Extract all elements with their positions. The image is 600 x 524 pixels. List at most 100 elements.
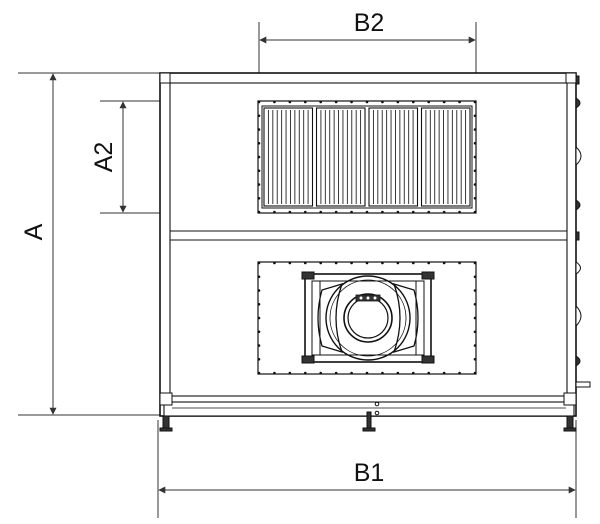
bolt-dot (473, 330, 477, 334)
bolt-dot (257, 275, 261, 279)
bolt-dot (473, 128, 477, 131)
fitting-3 (575, 145, 582, 167)
bolt-dot (257, 155, 261, 159)
foot-right-pad (563, 427, 577, 432)
fan-icon (301, 271, 435, 364)
bolt-dot (365, 210, 369, 214)
bolt-dot (288, 371, 292, 375)
bolt-dot (458, 100, 461, 104)
bolt-dot (473, 371, 477, 375)
base-bolt (374, 401, 380, 407)
base-bolt-2 (374, 410, 380, 416)
bolt-dot (473, 302, 477, 306)
bolt-dot (473, 344, 477, 347)
bolt-dot (257, 183, 261, 186)
bolt-dot (473, 289, 477, 292)
corner-top-right (565, 72, 577, 84)
dim-label-a2: A2 (90, 142, 118, 173)
bolt-dot (396, 210, 400, 214)
bolt-dot (350, 371, 353, 375)
unit-feet (159, 401, 577, 432)
bolt-dot (257, 210, 261, 214)
bolt-dot (334, 100, 338, 104)
bolt-dot (257, 114, 261, 118)
bolt-dot (396, 371, 400, 375)
bolt-dot (473, 141, 477, 145)
bolt-dot (303, 210, 307, 214)
corner-bottom-left (159, 392, 173, 406)
bolt-dot (257, 128, 261, 131)
bolt-dot (427, 100, 431, 104)
bolt-dot (303, 371, 307, 375)
fitting-1 (575, 75, 580, 85)
bolt-dot (273, 261, 276, 265)
side-fittings (575, 75, 591, 388)
bolt-dot (350, 210, 353, 214)
fitting-4 (575, 199, 581, 211)
bolt-dot (473, 316, 477, 320)
bolt-dot (288, 261, 292, 265)
corner-bottom-right (563, 392, 577, 406)
bolt-dot (411, 100, 415, 104)
bolt-dot (396, 100, 400, 104)
bolt-dot (257, 289, 261, 292)
bolt-dot (319, 261, 323, 265)
bolt-dot (257, 100, 261, 104)
damper-assembly (257, 100, 477, 214)
foot-center-pad (362, 427, 376, 432)
fitting-7 (575, 304, 582, 328)
foot-left-pad (159, 427, 173, 432)
bolt-dot (334, 210, 338, 214)
fitting-5 (575, 231, 580, 241)
fan-assembly (257, 261, 477, 375)
bolt-dot (288, 100, 292, 104)
fan-panel-bolts (257, 261, 477, 375)
dim-label-b2: B2 (354, 9, 385, 37)
bolt-dot (257, 330, 261, 334)
fan-motor-bolt-3 (373, 296, 377, 300)
bolt-dot (473, 275, 477, 279)
dim-label-a: A (20, 223, 48, 240)
bolt-dot (257, 261, 261, 265)
damper-section (420, 107, 471, 207)
bolt-dot (473, 196, 477, 200)
bolt-dot (473, 261, 477, 265)
bracket-tl (301, 271, 315, 280)
bolt-dot (257, 316, 261, 320)
bolt-dot (473, 155, 477, 159)
bolt-dot (442, 100, 446, 104)
louver-blades (263, 107, 471, 207)
bolt-dot (319, 371, 323, 375)
bolt-dot (273, 371, 276, 375)
bolt-dot (365, 261, 369, 265)
bolt-dot (396, 261, 400, 265)
bolt-dot (350, 100, 353, 104)
fitting-2 (575, 97, 581, 109)
bolt-dot (288, 210, 292, 214)
bolt-dot (427, 261, 431, 265)
bolt-dot (458, 371, 461, 375)
corner-top-left (159, 72, 171, 84)
bolt-dot (458, 210, 461, 214)
bolt-dot (257, 169, 261, 173)
bolt-dot (303, 100, 307, 104)
bolt-dot (381, 261, 384, 265)
bolt-dot (334, 371, 338, 375)
bolt-dot (365, 100, 369, 104)
bolt-dot (257, 357, 261, 361)
bolt-dot (473, 169, 477, 173)
dim-label-b1: B1 (354, 459, 385, 487)
bracket-br (421, 355, 435, 364)
fan-motor-bolt-1 (359, 296, 363, 300)
bolt-dot (303, 261, 307, 265)
bolt-dot (473, 357, 477, 361)
damper-section (368, 107, 419, 207)
bolt-dot (257, 196, 261, 200)
bolt-dot (257, 302, 261, 306)
bolt-dot (365, 371, 369, 375)
bolt-dot (411, 210, 415, 214)
bolt-dot (442, 371, 446, 375)
bolt-dot (473, 114, 477, 118)
bolt-dot (411, 371, 415, 375)
bolt-dot (257, 371, 261, 375)
